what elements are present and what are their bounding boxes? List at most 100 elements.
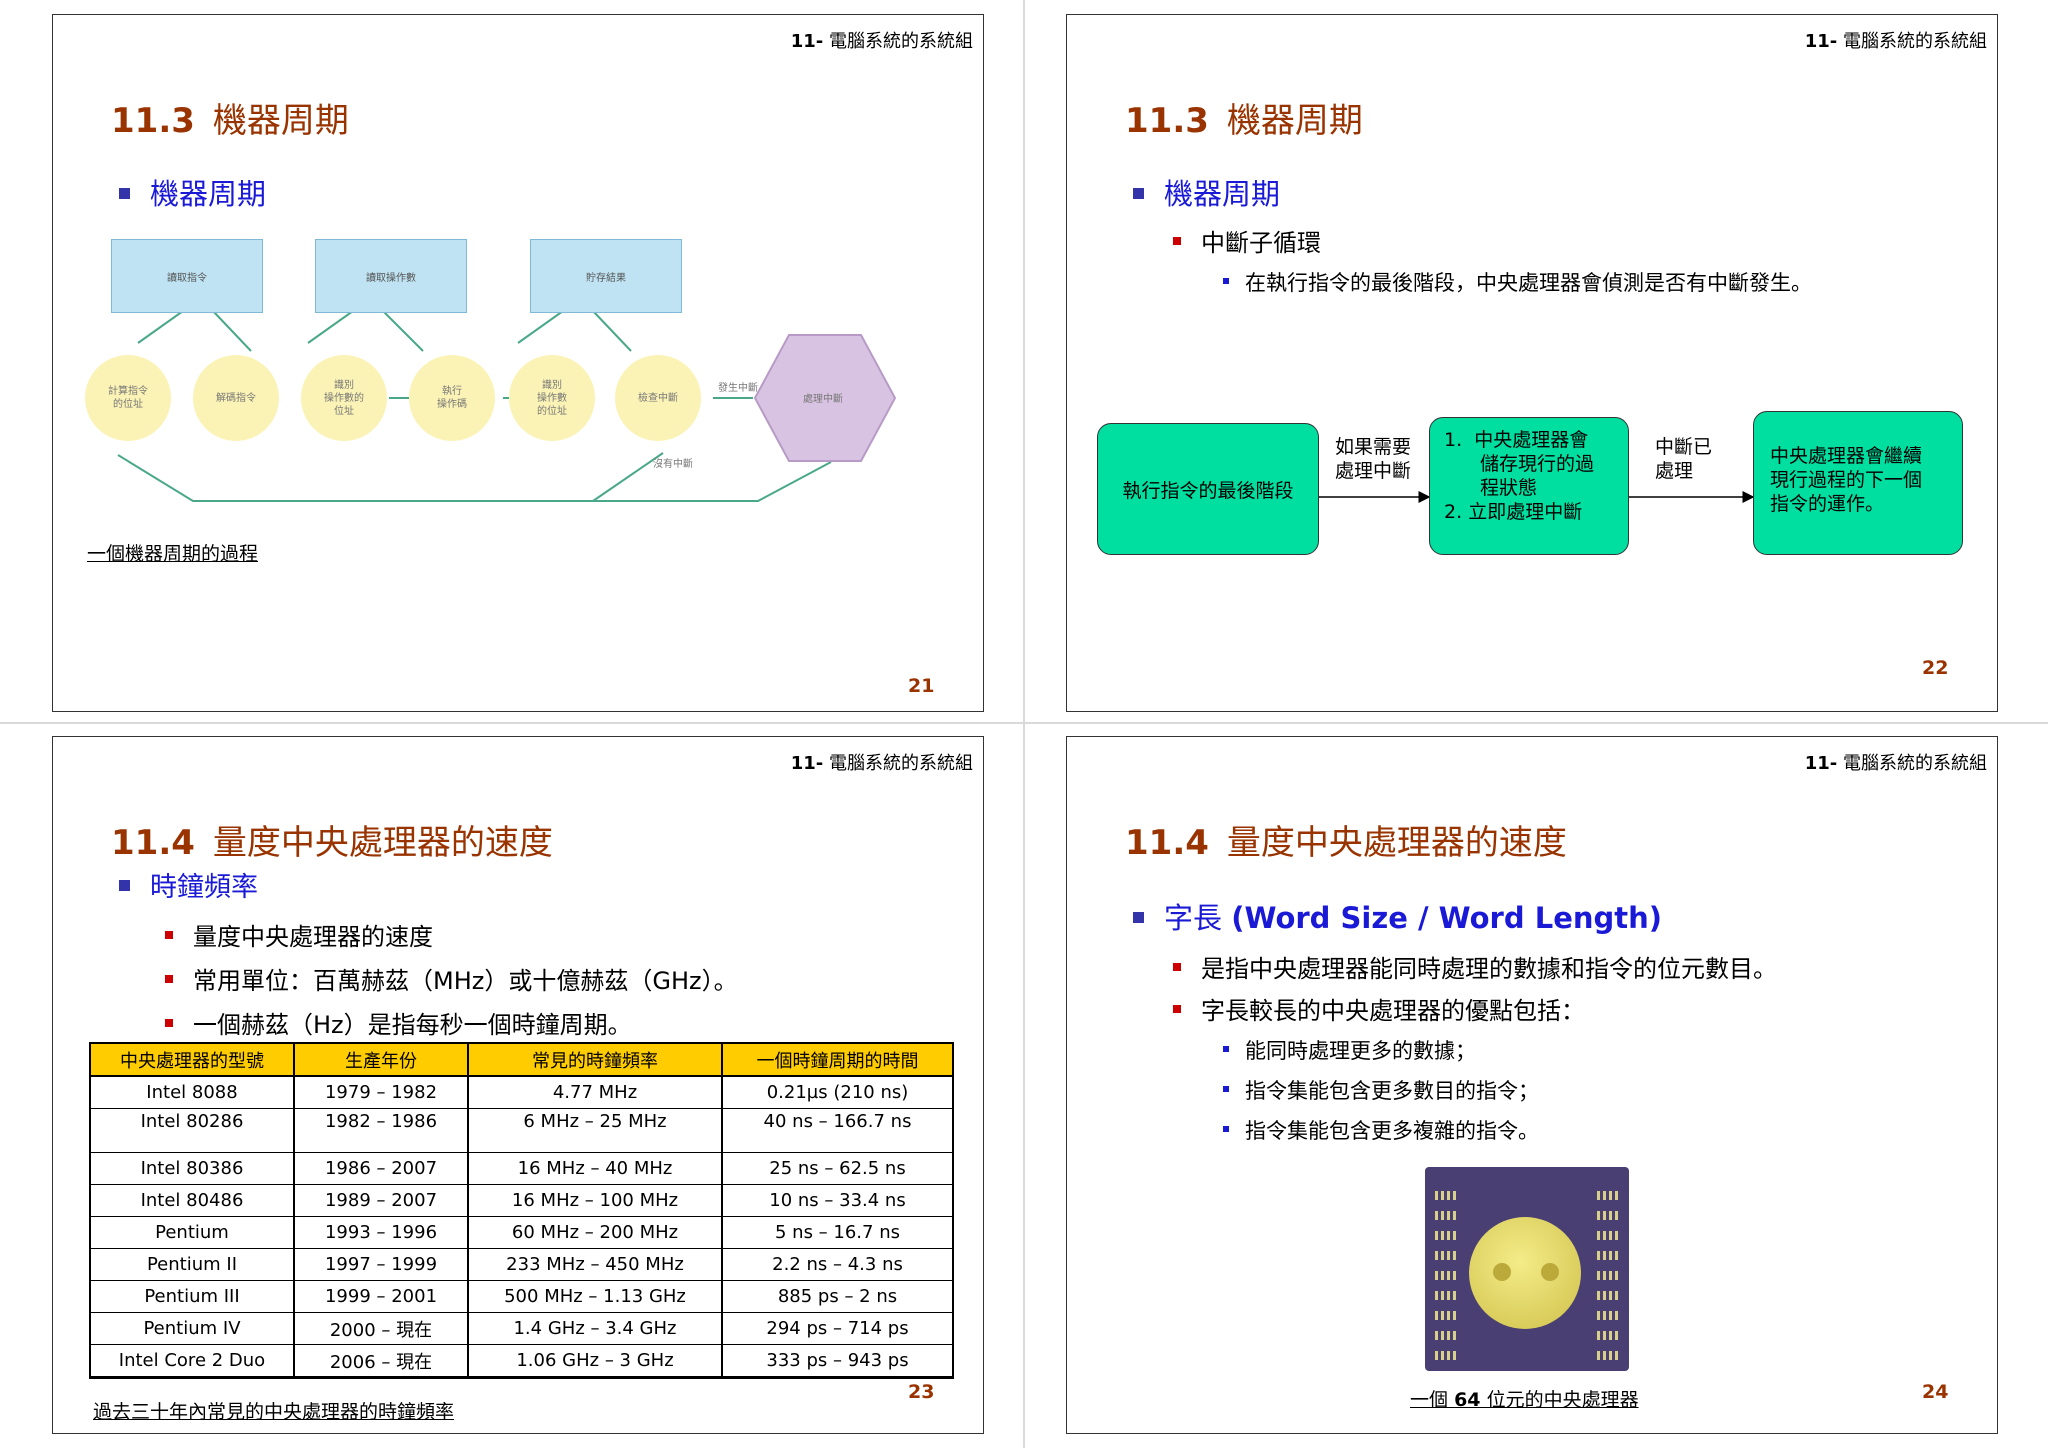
bullet-item-1: 量度中央處理器的速度 (165, 917, 433, 952)
table-cell: 333 ps – 943 ps (721, 1344, 954, 1379)
table-cell: 1997 – 1999 (293, 1248, 469, 1281)
sub-bullet-2: 指令集能包含更多數目的指令； (1223, 1075, 1539, 1105)
table-cell: 1982 – 1986 (293, 1108, 469, 1153)
page-number: 23 (908, 1381, 935, 1403)
slide-header: 11- 電腦系統的系統組 (1804, 31, 1987, 52)
table-header: 生產年份 (293, 1042, 469, 1077)
page-number: 24 (1922, 1381, 1949, 1403)
bullet-item-2: 常用單位：百萬赫茲（MHz）或十億赫茲（GHz）。 (165, 961, 738, 996)
table-cell: Intel 80286 (89, 1108, 295, 1153)
table-cell: 4.77 MHz (467, 1076, 723, 1109)
table-cell: Pentium (89, 1216, 295, 1249)
diagram-circle-calc-address: 計算指令 的位址 (85, 355, 171, 441)
table-cell: Intel 8088 (89, 1076, 295, 1109)
table-cell: Intel 80486 (89, 1184, 295, 1217)
table-cell: 60 MHz – 200 MHz (467, 1216, 723, 1249)
bullet-item-2: 字長較長的中央處理器的優點包括： (1173, 991, 1585, 1026)
table-cell: 2006 – 現在 (293, 1344, 469, 1379)
flowchart-arrows (1319, 491, 1755, 503)
diagram-box-fetch-instruction: 讀取指令 (111, 239, 263, 313)
diagram-hexagon-label: 處理中斷 (803, 394, 843, 405)
cpu-chip-image (1425, 1167, 1629, 1371)
table-cell: 500 MHz – 1.13 GHz (467, 1280, 723, 1313)
table-cell: 16 MHz – 100 MHz (467, 1184, 723, 1217)
bullet-item-1: 是指中央處理器能同時處理的數據和指令的位元數目。 (1173, 949, 1777, 984)
table-cell: 885 ps – 2 ns (721, 1280, 954, 1313)
table-header: 一個時鐘周期的時間 (721, 1042, 954, 1077)
flow-label-interrupt-handled: 中斷已處理 (1655, 436, 1713, 482)
bullet-word-size: 字長 (Word Size / Word Length) (1133, 895, 1662, 937)
diagram-circle-operand-address-2: 識別 操作數 的位址 (509, 355, 595, 441)
table-header: 常見的時鐘頻率 (467, 1042, 723, 1077)
slide-header: 11- 電腦系統的系統組 (1804, 753, 1987, 774)
bullet-machine-cycle: 機器周期 (119, 171, 266, 213)
page-number: 22 (1922, 657, 1949, 679)
bullet-interrupt-detect: 在執行指令的最後階段，中央處理器會偵測是否有中斷發生。 (1223, 267, 1812, 297)
table-cell: 10 ns – 33.4 ns (721, 1184, 954, 1217)
bullet-machine-cycle: 機器周期 (1133, 171, 1280, 213)
table-cell: 6 MHz – 25 MHz (467, 1108, 723, 1153)
table-cell: 1999 – 2001 (293, 1280, 469, 1313)
diagram-box-store-result: 貯存結果 (530, 239, 682, 313)
page-number: 21 (908, 675, 935, 697)
sub-bullet-3: 指令集能包含更多複雜的指令。 (1223, 1115, 1539, 1145)
table-cell: 40 ns – 166.7 ns (721, 1108, 954, 1153)
diagram-hexagon-handle-interrupt (753, 334, 897, 462)
diagram-caption: 一個機器周期的過程 (87, 543, 259, 565)
table-cell: 1993 – 1996 (293, 1216, 469, 1249)
diagram-circle-decode: 解碼指令 (193, 355, 279, 441)
table-caption: 過去三十年內常見的中央處理器的時鐘頻率 (93, 1401, 455, 1423)
diagram-circle-operand-address: 識別 操作數的 位址 (301, 355, 387, 441)
diagram-circle-execute: 執行 操作碼 (409, 355, 495, 441)
table-cell: 16 MHz – 40 MHz (467, 1152, 723, 1185)
table-cell: 2000 – 現在 (293, 1312, 469, 1345)
table-cell: 1.06 GHz – 3 GHz (467, 1344, 723, 1379)
diagram-label-no-interrupt: 沒有中斷 (653, 459, 693, 470)
chip-caption: 一個 64 位元的中央處理器 (1410, 1389, 1639, 1411)
flow-label-need-interrupt: 如果需要處理中斷 (1335, 436, 1412, 482)
table-cell: 1986 – 2007 (293, 1152, 469, 1185)
table-header: 中央處理器的型號 (89, 1042, 295, 1077)
table-header-row: 中央處理器的型號 生產年份 常見的時鐘頻率 一個時鐘周期的時間 (89, 1042, 954, 1077)
table-cell: 1.4 GHz – 3.4 GHz (467, 1312, 723, 1345)
table-cell: 1989 – 2007 (293, 1184, 469, 1217)
table-cell: 2.2 ns – 4.3 ns (721, 1248, 954, 1281)
cycle-diagram-arrows (117, 310, 832, 502)
table-cell: Intel 80386 (89, 1152, 295, 1185)
table-cell: Pentium III (89, 1280, 295, 1313)
slide-header: 11- 電腦系統的系統組 (790, 753, 973, 774)
slide-header: 11- 電腦系統的系統組 (790, 31, 973, 52)
page-divider-horizontal (0, 722, 2048, 724)
table-cell: 233 MHz – 450 MHz (467, 1248, 723, 1281)
diagram-box-fetch-operand: 讀取操作數 (315, 239, 467, 313)
flow-box-continue: 中央處理器會繼續現行過程的下一個指令的運作。 (1753, 411, 1963, 555)
table-cell: 294 ps – 714 ps (721, 1312, 954, 1345)
diagram-circle-check-interrupt: 檢查中斷 (615, 355, 701, 441)
table-cell: Intel Core 2 Duo (89, 1344, 295, 1379)
bullet-item-3: 一個赫茲（Hz）是指每秒一個時鐘周期。 (165, 1005, 632, 1040)
diagram-label-interrupt: 發生中斷 (718, 383, 758, 394)
table-cell: 0.21µs (210 ns) (721, 1076, 954, 1109)
table-cell: 1979 – 1982 (293, 1076, 469, 1109)
table-cell: 25 ns – 62.5 ns (721, 1152, 954, 1185)
page-divider-vertical (1023, 0, 1025, 1448)
table-cell: 5 ns – 16.7 ns (721, 1216, 954, 1249)
clock-rate-table: 中央處理器的型號 生產年份 常見的時鐘頻率 一個時鐘周期的時間 Intel 80… (89, 1042, 954, 1379)
flow-box-last-stage: 執行指令的最後階段 (1097, 423, 1319, 555)
bullet-interrupt-cycle: 中斷子循環 (1173, 223, 1321, 258)
